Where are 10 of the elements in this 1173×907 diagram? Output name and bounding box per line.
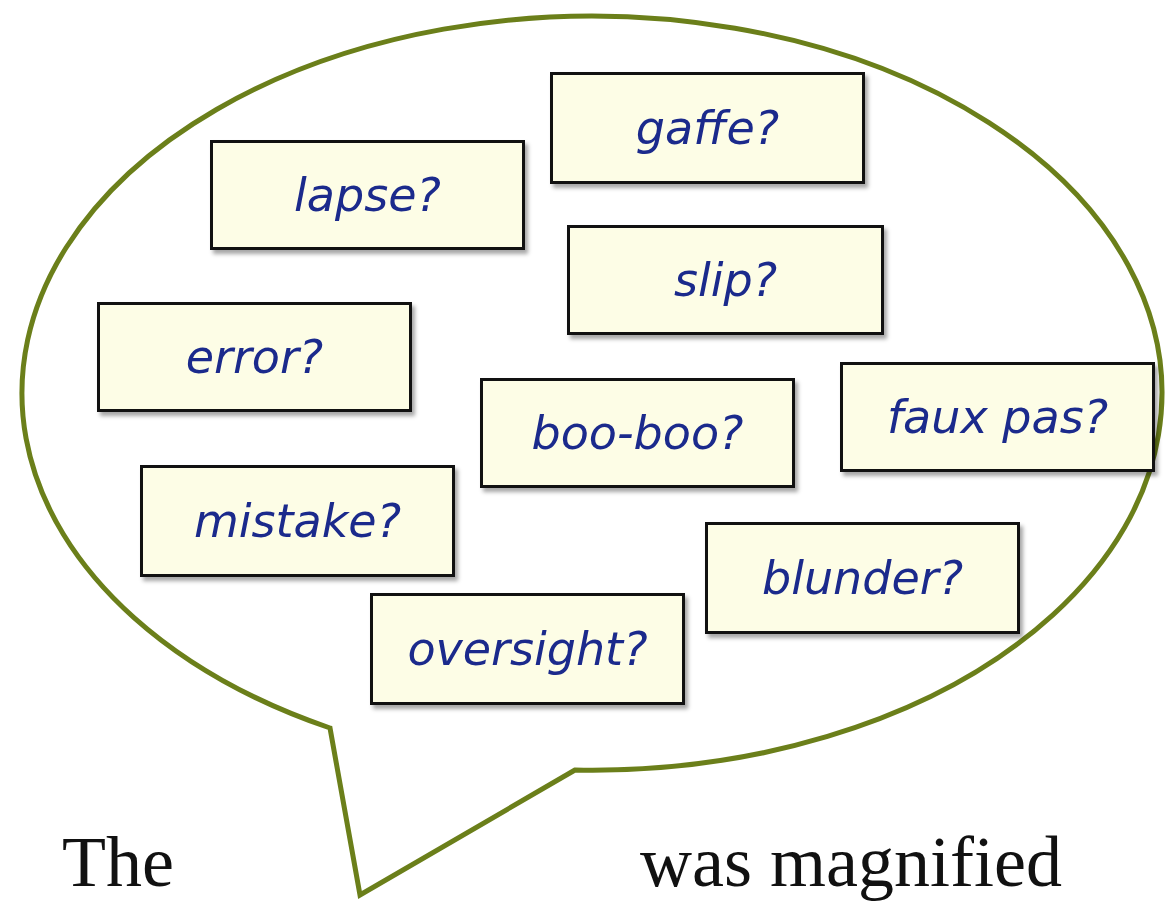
word-card: error? [97,302,412,412]
word-card: mistake? [140,465,455,577]
word-card: slip? [567,225,884,335]
word-card: faux pas? [840,362,1155,472]
word-card: gaffe? [550,72,865,184]
word-card: lapse? [210,140,525,250]
caption-text: The [62,826,174,898]
word-card: blunder? [705,522,1020,634]
word-card: boo-boo? [480,378,795,488]
word-card: oversight? [370,593,685,705]
